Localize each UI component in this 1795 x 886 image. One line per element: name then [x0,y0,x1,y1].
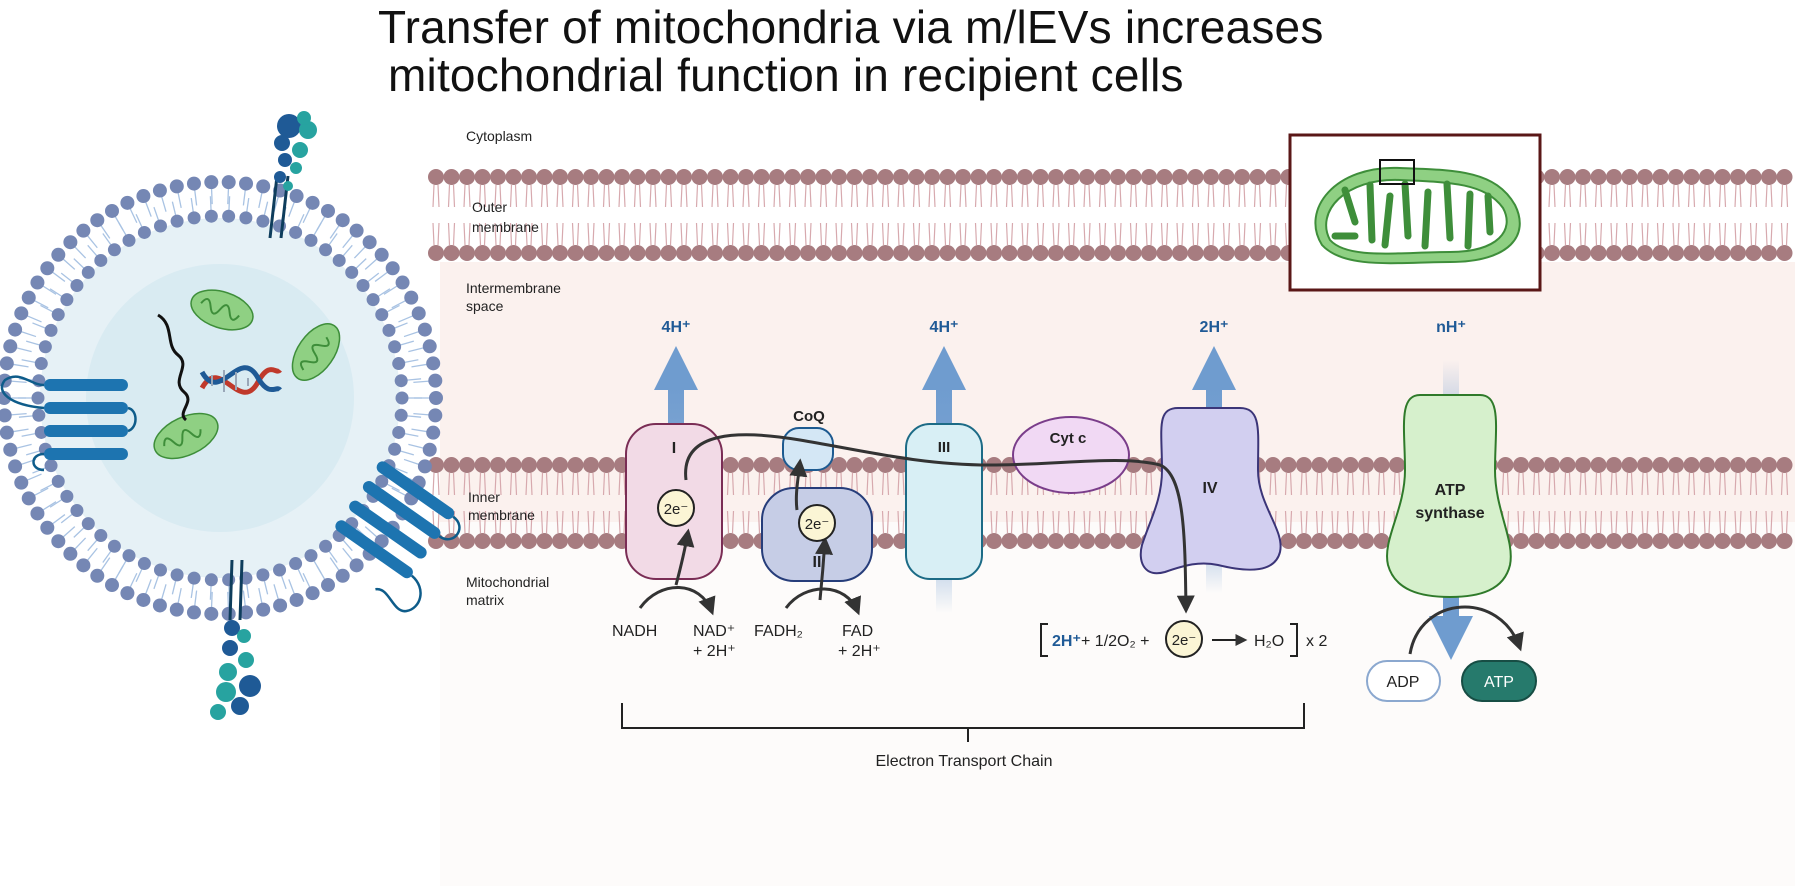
svg-text:ATP: ATP [1484,674,1514,691]
fadh2-reaction-arrow [784,587,861,616]
extracellular-vesicle [0,111,461,720]
label-cytoplasm: Cytoplasm [466,128,532,144]
label-inner-membrane-2: membrane [468,507,535,523]
proton-label-complex-4: 2H⁺ [1200,319,1229,336]
label-matrix-1: Mitochondrial [466,574,549,590]
adp-to-atp-arrow [1408,605,1524,655]
proton-label-complex-3: 4H⁺ [930,319,959,336]
etc-label: Electron Transport Chain [876,753,1053,770]
label-matrix-2: matrix [466,592,504,608]
transmembrane-protein-bottom [210,559,261,720]
electron-path [684,433,1195,614]
label-nad-plus: + 2H⁺ [693,643,736,660]
vesicle-mitochondrion-3 [153,412,219,460]
complex-4: IV [1139,407,1282,575]
complex-3: III [905,423,983,580]
label-intermembrane-2: space [466,298,504,314]
title-line-1: Transfer of mitochondria via m/lEVs incr… [378,1,1324,53]
matrix-bg [440,522,1795,886]
equation-left-bracket [1040,623,1048,657]
equation-multiplier: x 2 [1306,633,1327,650]
equation-product: H₂O [1254,633,1284,650]
complex-4-label: IV [1202,480,1217,497]
vesicle-mitochondrion-2 [291,323,341,381]
region-labels: Cytoplasm Outer membrane Intermembrane s… [466,128,561,608]
nadh-reaction-arrow [638,586,716,616]
vesicle-bilayer [0,175,443,621]
proton-label-atp-synthase: nH⁺ [1436,319,1466,336]
oxygen-reduction-equation: 2H⁺ + 1/2O₂ + H₂O x 2 [1040,623,1327,657]
label-fad: FAD [842,623,873,640]
equation-oxygen: + 1/2O₂ + [1081,633,1149,650]
label-nadh: NADH [612,623,657,640]
atp-pill: ATP [1461,660,1537,702]
svg-text:2e⁻: 2e⁻ [664,501,689,518]
mitochondrion-inset [1288,133,1542,292]
electron-path-complex-2 [789,458,808,511]
inset-cristae [1331,180,1494,250]
atp-synthase-label-2: synthase [1415,505,1484,522]
transmembrane-protein-top [268,111,317,239]
svg-text:2e⁻: 2e⁻ [805,516,830,533]
fadh2-to-complex-2-arrow [815,536,834,601]
label-intermembrane-1: Intermembrane [466,280,561,296]
electron-badge-complex-2: 2e⁻ [798,504,836,542]
cytochrome-c: Cyt c [1012,416,1130,494]
label-inner-membrane-1: Inner [468,489,500,505]
equation-protons: 2H⁺ [1052,633,1081,650]
equation-right-bracket [1290,623,1298,657]
proton-label-complex-1: 4H⁺ [662,319,691,336]
rna-strand [157,313,190,422]
electron-badge-equation: 2e⁻ [1165,620,1203,658]
label-fadh2: FADH₂ [754,623,803,640]
atp-synthase-label-1: ATP [1435,482,1466,499]
multipass-protein-left [0,375,137,472]
cytc-label: Cyt c [1050,430,1087,447]
label-outer-membrane-1: Outer [472,199,507,215]
complex-2-label: II [813,554,822,571]
complex-3-label: III [938,439,951,456]
dna-helix [199,365,282,395]
svg-text:2e⁻: 2e⁻ [1172,632,1197,649]
label-nad: NAD⁺ [693,623,735,640]
vesicle-mitochondrion-1 [190,289,254,331]
label-fad-plus: + 2H⁺ [838,643,881,660]
vesicle-core [86,264,354,532]
etc-bracket [621,703,1305,742]
atp-synthase: ATP synthase [1386,394,1512,599]
inset-zoom-box [1379,159,1415,185]
coq-label: CoQ [793,408,825,425]
title-line-2: mitochondrial function in recipient cell… [388,49,1184,101]
label-outer-membrane-2: membrane [472,219,539,235]
complex-1-label: I [672,440,676,457]
outer-membrane [428,169,1793,261]
multipass-protein-right [335,461,461,613]
electron-path-to-complex-1 [674,528,695,586]
svg-text:ADP: ADP [1387,674,1420,691]
adp-pill: ADP [1366,660,1441,702]
electron-badge-complex-1: 2e⁻ [657,489,695,527]
